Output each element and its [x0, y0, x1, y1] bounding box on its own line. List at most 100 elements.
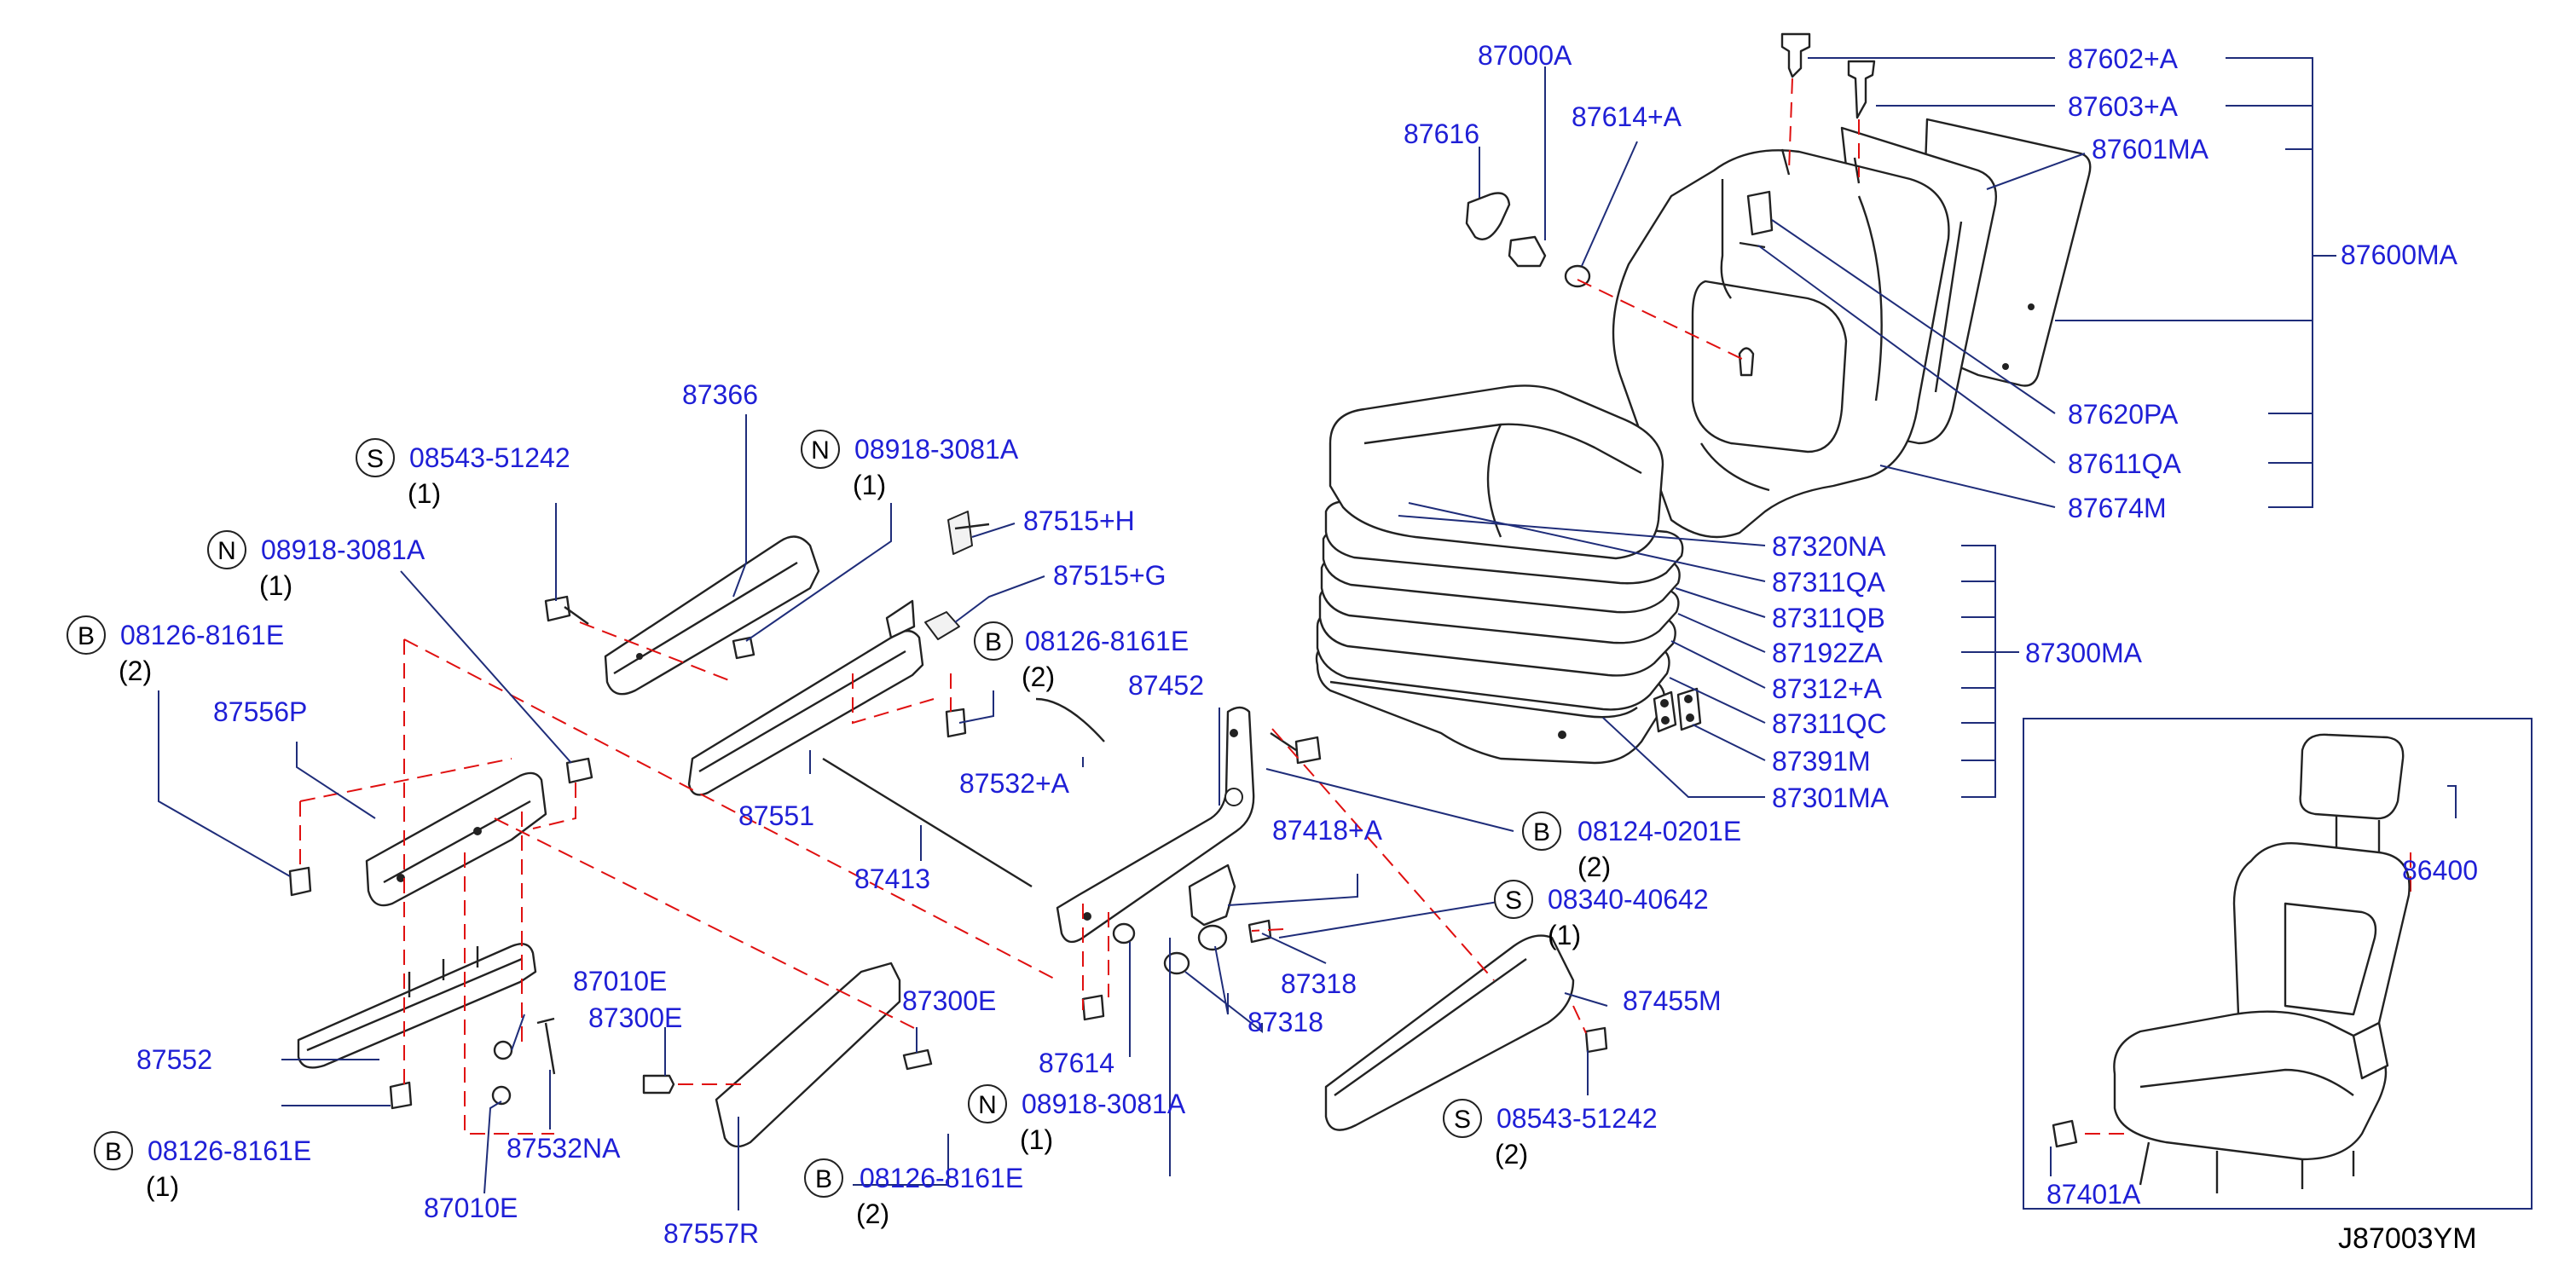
part-label-87418a[interactable]: 87418+A: [1272, 815, 1383, 846]
complete-seat-inset-frame: [2023, 718, 2533, 1210]
part-label-87551[interactable]: 87551: [738, 800, 814, 831]
svg-text:S: S: [367, 445, 384, 473]
fastener-part-number[interactable]: 08126-8161E: [148, 1135, 311, 1166]
part-label-87366[interactable]: 87366: [682, 379, 758, 410]
part-label-87556p[interactable]: 87556P: [213, 696, 307, 727]
fastener-qty: (2): [1495, 1139, 1528, 1170]
svg-text:N: N: [978, 1091, 997, 1119]
part-label-87602a[interactable]: 87602+A: [2068, 43, 2179, 74]
fastener-drawings: [288, 595, 2078, 1148]
fastener-qty: (2): [1022, 661, 1055, 692]
fastener-part-number[interactable]: 08918-3081A: [854, 434, 1019, 465]
part-label-86400[interactable]: 86400: [2402, 855, 2478, 886]
leader-lines: [158, 57, 2457, 1210]
fastener-qty: (2): [1577, 852, 1611, 882]
part-label-87192za[interactable]: 87192ZA: [1772, 638, 1884, 668]
fastener-qty: (1): [408, 478, 441, 509]
fastener-qty: (2): [856, 1199, 889, 1229]
fastener-part-number[interactable]: 08340-40642: [1548, 884, 1709, 915]
fastener-callout: B 08126-8161E (2): [804, 1158, 1023, 1229]
fastener-qty: (1): [853, 470, 886, 500]
badge-s: [1494, 880, 1533, 919]
part-label-87614a[interactable]: 87614+A: [1572, 101, 1682, 132]
part-label-87552[interactable]: 87552: [136, 1044, 212, 1075]
part-label-87413[interactable]: 87413: [854, 864, 930, 894]
fastener-callout: S 08543-51242 (1): [356, 438, 570, 509]
badge-n: [801, 430, 840, 469]
part-label-87301ma[interactable]: 87301MA: [1772, 783, 1890, 813]
svg-text:B: B: [105, 1138, 122, 1166]
part-label-87614[interactable]: 87614: [1039, 1048, 1114, 1078]
part-label-87532na[interactable]: 87532NA: [507, 1133, 621, 1164]
svg-text:N: N: [811, 436, 830, 465]
part-label-87010e-lower[interactable]: 87010E: [424, 1193, 518, 1223]
part-label-87010e-upper[interactable]: 87010E: [573, 966, 667, 996]
seat-cushion-drawing: [1315, 384, 1702, 765]
fastener-part-number[interactable]: 08543-51242: [409, 442, 570, 473]
figure-code: J87003YM: [2338, 1222, 2477, 1255]
fastener-callout: B 08126-8161E (2): [974, 621, 1189, 692]
part-label-87515g[interactable]: 87515+G: [1053, 560, 1166, 591]
fastener-part-number[interactable]: 08918-3081A: [261, 534, 425, 565]
fastener-qty: (1): [1548, 920, 1581, 950]
fastener-qty: (1): [146, 1171, 179, 1202]
badge-b: [94, 1131, 133, 1170]
fastener-callout: S 08543-51242 (2): [1443, 1099, 1658, 1170]
part-label-87532a[interactable]: 87532+A: [959, 768, 1070, 799]
part-label-87311qc[interactable]: 87311QC: [1772, 708, 1887, 739]
fastener-qty: (1): [1020, 1124, 1053, 1155]
complete-seat-drawing: [2113, 733, 2411, 1193]
part-label-87000A[interactable]: 87000A: [1478, 40, 1572, 71]
part-label-87620pa[interactable]: 87620PA: [2068, 399, 2179, 430]
part-label-87557r[interactable]: 87557R: [663, 1218, 759, 1249]
seat-back-drawing: [1465, 32, 2092, 539]
part-label-87600ma[interactable]: 87600MA: [2341, 240, 2458, 270]
part-label-87452[interactable]: 87452: [1128, 670, 1204, 701]
part-label-87603a[interactable]: 87603+A: [2068, 91, 2179, 122]
svg-text:B: B: [815, 1165, 832, 1193]
fastener-callout: B 08124-0201E (2): [1522, 812, 1741, 882]
fastener-callout: S 08340-40642 (1): [1494, 880, 1709, 950]
badge-b: [974, 621, 1013, 661]
part-label-87318-lower[interactable]: 87318: [1247, 1007, 1323, 1037]
svg-text:B: B: [78, 622, 95, 650]
fastener-part-number[interactable]: 08543-51242: [1496, 1103, 1658, 1134]
part-label-87318-upper[interactable]: 87318: [1281, 968, 1357, 999]
part-label-87391m[interactable]: 87391M: [1772, 746, 1871, 777]
part-label-87300e-left[interactable]: 87300E: [588, 1002, 682, 1033]
fastener-callout: N 08918-3081A (1): [207, 530, 425, 601]
part-number-labels: 87000A 87616 87614+A 87602+A 87603+A 876…: [136, 40, 2478, 1249]
part-label-87311qa[interactable]: 87311QA: [1772, 567, 1886, 598]
part-label-87674m[interactable]: 87674M: [2068, 493, 2167, 523]
part-label-87300ma[interactable]: 87300MA: [2025, 638, 2143, 668]
fastener-part-number[interactable]: 08124-0201E: [1577, 816, 1741, 846]
badge-b: [804, 1158, 843, 1198]
part-label-87312a[interactable]: 87312+A: [1772, 673, 1883, 704]
badge-b: [67, 615, 106, 655]
fastener-part-number[interactable]: 08126-8161E: [120, 620, 284, 650]
fastener-part-number[interactable]: 08126-8161E: [1025, 626, 1189, 656]
fastener-callout: B 08126-8161E (1): [94, 1131, 311, 1202]
dashed-guides: [299, 78, 2411, 1135]
fastener-qty: (1): [259, 570, 292, 601]
part-label-87320na[interactable]: 87320NA: [1772, 531, 1886, 562]
badge-s: [1443, 1099, 1482, 1138]
fastener-callout: B 08126-8161E (2): [67, 615, 284, 686]
fastener-callout: N 08918-3081A (1): [801, 430, 1019, 500]
part-label-87311qb[interactable]: 87311QB: [1772, 603, 1885, 633]
fastener-callout: N 08918-3081A (1): [968, 1084, 1186, 1155]
svg-text:S: S: [1454, 1106, 1471, 1134]
fastener-callouts: S 08543-51242 (1) N 08918-3081A (1) N 08…: [67, 430, 1741, 1229]
svg-text:B: B: [1533, 818, 1550, 846]
part-label-87601ma[interactable]: 87601MA: [2092, 134, 2209, 165]
part-label-87401a[interactable]: 87401A: [2046, 1179, 2141, 1210]
part-label-87611qa[interactable]: 87611QA: [2068, 448, 2182, 479]
part-label-87616[interactable]: 87616: [1404, 118, 1479, 149]
fastener-part-number[interactable]: 08918-3081A: [1022, 1089, 1186, 1119]
part-label-87300e-right[interactable]: 87300E: [902, 985, 996, 1016]
part-label-87515h[interactable]: 87515+H: [1023, 505, 1135, 536]
part-label-87455m[interactable]: 87455M: [1623, 985, 1722, 1016]
fastener-qty: (2): [119, 656, 152, 686]
fastener-part-number[interactable]: 08126-8161E: [860, 1163, 1023, 1193]
